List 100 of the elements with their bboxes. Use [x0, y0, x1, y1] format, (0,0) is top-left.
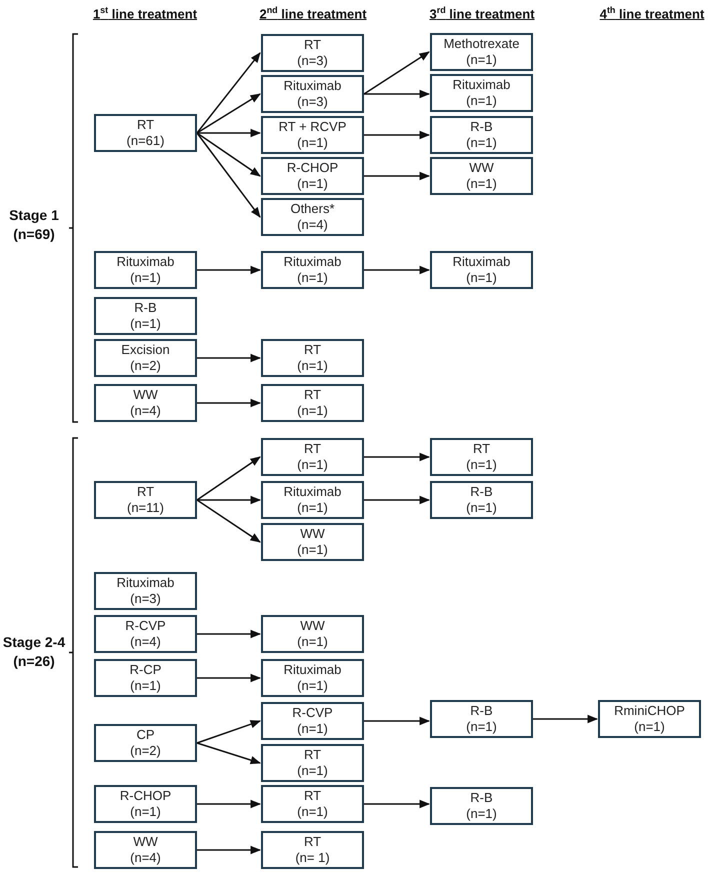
- treatment-text: (n=1): [297, 270, 328, 286]
- treatment-text: (n=4): [297, 217, 328, 233]
- treatment-text: Rituximab: [284, 254, 342, 270]
- treatment-text: (n=4): [130, 634, 161, 650]
- treatment-text: (n=2): [130, 358, 161, 374]
- treatment-text: Rituximab: [116, 254, 174, 270]
- arrow: [364, 51, 430, 95]
- treatment-text: RT: [304, 387, 322, 403]
- arrow: [196, 93, 261, 134]
- column-heading: 3$^{rd}$ line treatment: [429, 5, 535, 22]
- treatment-text: (n= 1): [295, 850, 330, 866]
- treatment-text: (n=1): [466, 270, 497, 286]
- treatment-box: [94, 384, 197, 422]
- treatment-box: [94, 831, 197, 869]
- treatment-text: (n=1): [297, 135, 328, 151]
- treatment-text: Rituximab: [116, 575, 174, 591]
- arrow: [364, 130, 430, 140]
- treatment-text: Rituximab: [284, 78, 342, 94]
- treatment-box: [261, 785, 364, 823]
- treatment-text: WW: [133, 387, 158, 403]
- treatment-box: [94, 659, 197, 697]
- arrow: [197, 800, 262, 808]
- treatment-text: RT: [304, 788, 322, 804]
- arrow: [197, 674, 262, 682]
- treatment-text: (n=1): [634, 719, 665, 735]
- arrow: [197, 630, 262, 638]
- treatment-text: RT + RCVP: [278, 119, 346, 135]
- treatment-text: (n=3): [130, 591, 161, 607]
- treatment-text: R-CVP: [292, 705, 333, 721]
- treatment-text: (n=2): [130, 743, 161, 759]
- treatment-text: (n=1): [297, 500, 328, 516]
- treatment-box: [261, 744, 364, 782]
- arrow: [196, 132, 261, 218]
- treatment-text: (n=3): [297, 94, 328, 110]
- arrow: [197, 398, 262, 408]
- treatment-text: (n=1): [297, 542, 328, 558]
- treatment-box: [94, 251, 197, 289]
- arrow: [196, 742, 261, 764]
- arrow: [364, 496, 430, 504]
- arrow: [196, 499, 261, 543]
- treatment-text: WW: [300, 526, 325, 542]
- treatment-text: WW: [469, 160, 494, 176]
- stage-label: Stage 1 (n=69): [8, 206, 60, 244]
- treatment-box: [94, 785, 197, 823]
- treatment-text: (n=1): [297, 721, 328, 737]
- arrow: [364, 452, 430, 462]
- treatment-box: [94, 481, 197, 519]
- treatment-text: Rituximab: [284, 662, 342, 678]
- treatment-text: RT: [304, 834, 322, 850]
- treatment-text: RT: [136, 484, 154, 500]
- treatment-text: R-CHOP: [120, 788, 172, 804]
- treatment-text: R-B: [470, 484, 493, 500]
- treatment-box: [94, 724, 197, 762]
- treatment-box: [94, 297, 197, 335]
- treatment-text: (n=1): [297, 763, 328, 779]
- treatment-text: (n=1): [297, 634, 328, 650]
- treatment-box: [430, 481, 533, 519]
- arrow: [364, 266, 430, 274]
- treatment-box: [430, 787, 533, 825]
- treatment-box: [261, 481, 364, 519]
- treatment-text: (n=3): [297, 53, 328, 69]
- treatment-text: CP: [136, 727, 155, 743]
- arrow: [364, 800, 430, 808]
- treatment-box: [430, 116, 533, 154]
- arrow: [196, 456, 261, 501]
- treatment-text: Others*: [290, 201, 335, 217]
- treatment-text: R-B: [470, 703, 493, 719]
- treatment-text: RT: [304, 342, 322, 358]
- treatment-text: RT: [304, 747, 322, 763]
- arrow: [197, 496, 262, 504]
- arrow: [364, 716, 430, 726]
- treatment-text: RT: [472, 441, 490, 457]
- column-heading: 4$^{th}$ line treatment: [600, 5, 704, 22]
- treatment-box: [261, 251, 364, 289]
- arrow: [196, 52, 261, 134]
- treatment-text: (n=4): [130, 850, 161, 866]
- arrow: [533, 714, 598, 724]
- treatment-box: [94, 615, 197, 653]
- treatment-text: (n=1): [130, 678, 161, 694]
- column-heading: 1$^{st}$ line treatment: [92, 5, 198, 22]
- treatment-text: RT: [304, 37, 322, 53]
- treatment-text: RT: [136, 117, 154, 133]
- treatment-text: (n=1): [297, 358, 328, 374]
- column-heading: 2$^{nd}$ line treatment: [259, 5, 367, 22]
- treatment-text: (n=1): [297, 678, 328, 694]
- treatment-text: Rituximab: [452, 254, 510, 270]
- treatment-box: [261, 116, 364, 154]
- treatment-text: (n=1): [297, 804, 328, 820]
- treatment-box: [94, 114, 197, 152]
- treatment-text: (n=1): [466, 806, 497, 822]
- treatment-box: [430, 74, 533, 112]
- arrow: [196, 720, 261, 744]
- arrow: [197, 128, 262, 138]
- treatment-text: RT: [304, 441, 322, 457]
- arrow: [364, 90, 430, 98]
- treatment-text: WW: [133, 834, 158, 850]
- treatment-text: R-CHOP: [286, 160, 338, 176]
- treatment-text: Excision: [121, 342, 170, 358]
- treatment-text: R-B: [470, 119, 493, 135]
- arrow: [197, 354, 262, 362]
